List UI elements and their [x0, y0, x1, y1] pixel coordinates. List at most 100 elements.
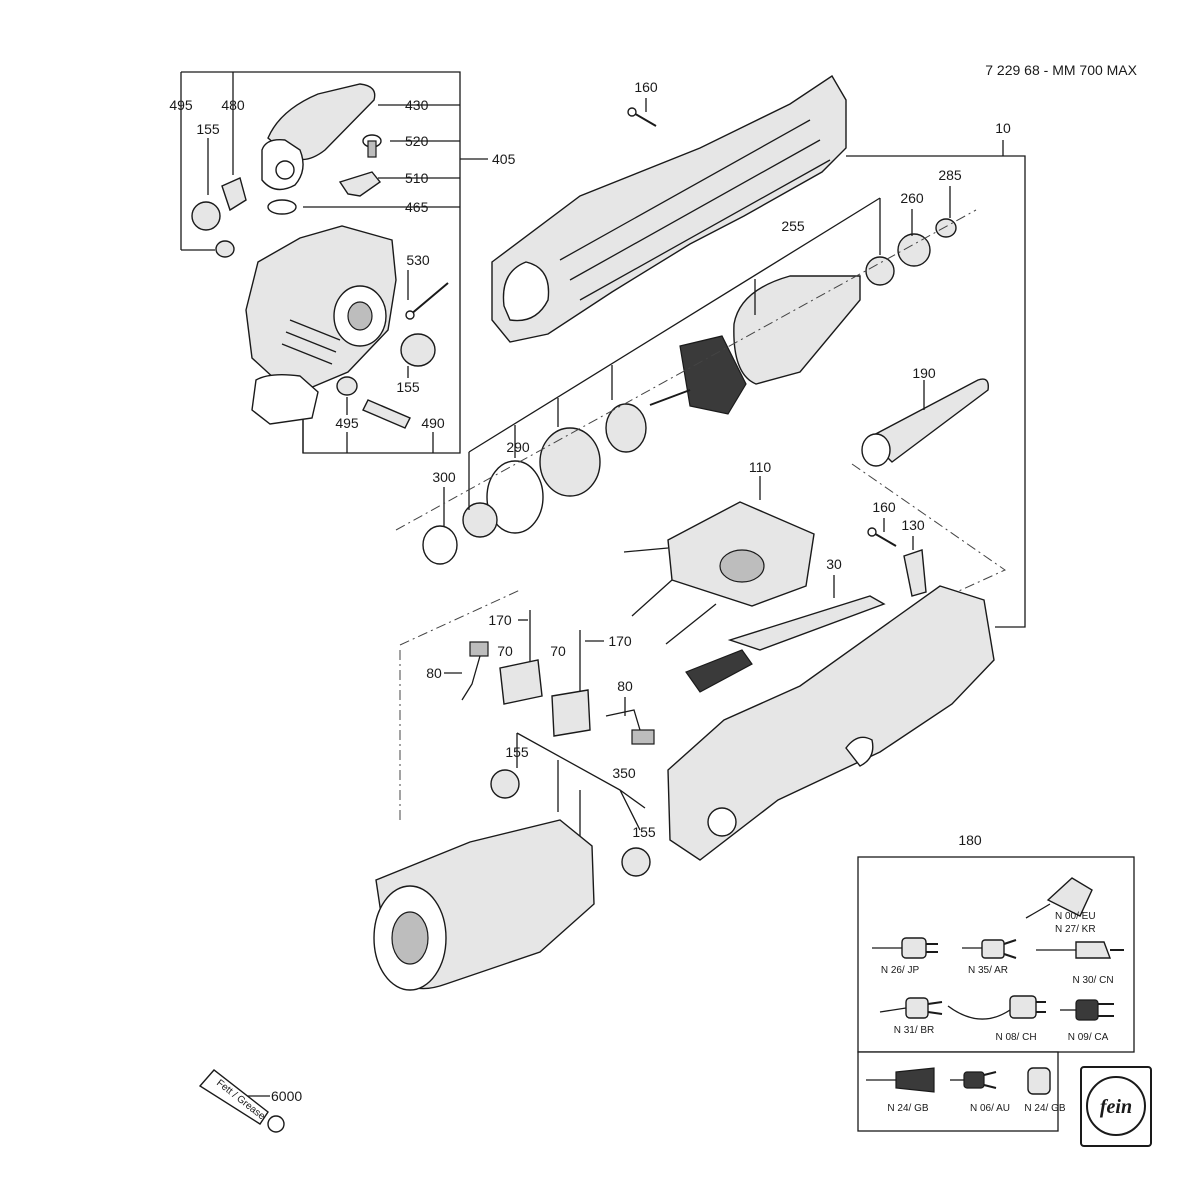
callout-290: 290	[506, 439, 530, 455]
callout-285: 285	[938, 167, 962, 183]
callout-155b: 155	[396, 379, 420, 395]
brush-holder-right	[551, 630, 591, 737]
callout-350: 350	[612, 765, 636, 781]
fein-logo-text: fein	[1100, 1096, 1132, 1118]
plug-label-9: N 06/ AU	[970, 1103, 1010, 1114]
callout-110: 110	[749, 459, 772, 475]
electronic-module	[623, 501, 815, 645]
plug-n24-gb-cable	[866, 1067, 935, 1093]
plug-label-4: N 30/ CN	[1072, 975, 1113, 986]
stator-leader	[516, 732, 646, 842]
armature-leader-lines	[395, 197, 977, 531]
bearing-155a	[191, 201, 221, 231]
gear-head-housing	[245, 225, 397, 425]
callout-80b: 80	[617, 678, 633, 694]
callout-30: 30	[826, 556, 842, 572]
circlip	[267, 199, 297, 215]
bearing-495a	[215, 240, 235, 258]
callout-labels: 495 480 430 155 520 405 510 465 530 155 …	[169, 79, 1011, 1104]
callout-155d: 155	[632, 824, 656, 840]
bearing-cup	[539, 427, 601, 497]
screw-160a	[627, 107, 657, 127]
callout-80a: 80	[426, 665, 442, 681]
carbon-brush-right	[605, 709, 655, 745]
plug-variants-box: N 00/ EU N 27/ KR N 26/ JP N 35/ AR N 30…	[857, 856, 1135, 1132]
plug-n08-ch	[947, 995, 1046, 1020]
callout-430: 430	[405, 97, 429, 113]
bearing-155d	[621, 847, 651, 877]
callout-180: 180	[958, 832, 982, 848]
callout-6000: 6000	[271, 1088, 302, 1104]
callout-300: 300	[432, 469, 456, 485]
callout-170b: 170	[608, 633, 632, 649]
callout-495a: 495	[169, 97, 193, 113]
model-title: 7 229 68 - MM 700 MAX	[985, 62, 1137, 78]
callout-490: 490	[421, 415, 445, 431]
plug-label-1: N 27/ KR	[1055, 924, 1096, 935]
switch-rod	[685, 595, 886, 693]
spring-clip	[338, 171, 382, 197]
callout-10: 10	[995, 120, 1011, 136]
callout-170a: 170	[488, 612, 512, 628]
plug-n30-cn	[1036, 941, 1124, 959]
motor-housing	[667, 585, 995, 861]
plug-label-2: N 26/ JP	[881, 965, 920, 976]
bearing-285	[935, 218, 957, 238]
plug-label-3: N 35/ AR	[968, 965, 1008, 976]
callout-255: 255	[781, 218, 805, 234]
pin-530	[405, 282, 449, 320]
callout-130: 130	[901, 517, 925, 533]
clamp-lever	[261, 83, 376, 191]
callout-155a: 155	[196, 121, 220, 137]
stator	[373, 819, 595, 991]
bearing-260	[897, 233, 931, 267]
callout-70a: 70	[497, 643, 513, 659]
cable-clamp-130	[903, 549, 927, 597]
callout-155c: 155	[505, 744, 529, 760]
brush-holder-left	[499, 610, 543, 705]
bearing-block	[221, 177, 247, 212]
fein-logo: fein	[1080, 1066, 1152, 1147]
bearing-155b	[400, 333, 436, 367]
callout-510: 510	[405, 170, 429, 186]
housing-bracket	[846, 155, 1026, 628]
pin-490	[362, 399, 411, 429]
callout-160a: 160	[634, 79, 658, 95]
o-ring-290	[486, 460, 544, 534]
callout-160b: 160	[872, 499, 896, 515]
plug-n09-ca	[1060, 999, 1114, 1021]
bearing-495b	[336, 376, 358, 396]
callout-190: 190	[912, 365, 936, 381]
stator-dash	[399, 589, 521, 820]
callout-495b: 495	[335, 415, 359, 431]
callout-465: 465	[405, 199, 429, 215]
callout-70b: 70	[550, 643, 566, 659]
housing-shell	[491, 75, 847, 343]
plug-label-7: N 09/ CA	[1068, 1032, 1109, 1043]
plug-label-6: N 08/ CH	[995, 1032, 1036, 1043]
plug-n26-jp	[872, 937, 938, 959]
bearing-front	[605, 403, 647, 453]
screw-160b	[867, 527, 897, 547]
plug-n35-ar	[962, 939, 1017, 959]
plug-label-8: N 24/ GB	[887, 1103, 928, 1114]
plug-n24-gb-adapter	[1027, 1067, 1051, 1095]
cap-300	[422, 525, 458, 565]
carbon-brush-left	[461, 641, 489, 701]
sleeve-dash	[851, 463, 1007, 596]
bearing-155c	[490, 769, 520, 799]
misc-leaders	[246, 98, 1004, 1097]
plug-n06-au	[950, 1071, 997, 1089]
callout-480: 480	[221, 97, 245, 113]
callout-405: 405	[492, 151, 516, 167]
plug-n00-eu	[1025, 877, 1093, 919]
plug-n31-br	[879, 997, 943, 1019]
seal-ring	[462, 502, 498, 538]
plug-label-10: N 24/ GB	[1024, 1103, 1065, 1114]
armature	[649, 275, 861, 415]
callout-530: 530	[406, 252, 430, 268]
plug-label-5: N 31/ BR	[894, 1025, 935, 1036]
callout-520: 520	[405, 133, 429, 149]
bearing-ring-a	[865, 256, 895, 286]
